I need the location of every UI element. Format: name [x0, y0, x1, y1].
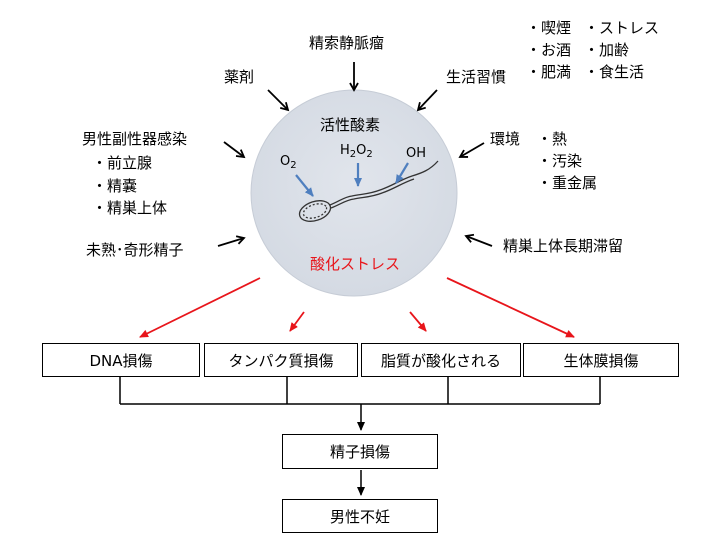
- infection-item: ・精嚢: [92, 177, 138, 195]
- arrow-drugs: [267, 89, 290, 112]
- h2o2-label: H2O2: [340, 140, 373, 165]
- o2-sub: 2: [290, 160, 297, 171]
- arrow-lifestyle: [416, 89, 438, 112]
- infection-item: ・精巣上体: [92, 199, 168, 217]
- lifestyle-item: ・食生活: [584, 63, 645, 81]
- blue-arrow-oh: [395, 162, 409, 184]
- immature-sperm-label: 未熟･奇形精子: [86, 241, 184, 259]
- environment-item: ・汚染: [537, 152, 583, 170]
- damage-label: 脂質が酸化される: [380, 351, 501, 370]
- o2-label: O2: [280, 151, 297, 176]
- sperm-damage-box: 精子損傷: [282, 434, 438, 469]
- h2o2-h-sub: 2: [349, 149, 357, 160]
- lifestyle-label: 生活習慣: [446, 68, 507, 86]
- h2o2-h: H: [340, 143, 350, 158]
- sperm-icon: [298, 160, 439, 222]
- damage-label: 生体膜損傷: [563, 351, 639, 370]
- drugs-label: 薬剤: [224, 68, 255, 86]
- arrow-infection: [223, 141, 246, 159]
- infection-item: ・前立腺: [92, 154, 153, 172]
- red-arrow-lipid: [409, 311, 427, 332]
- damage-box-membrane: 生体膜損傷: [523, 343, 679, 377]
- ros-title: 活性酸素: [320, 116, 381, 134]
- arrow-immature: [217, 235, 246, 247]
- varicocele-label: 精索静脈瘤: [309, 34, 385, 52]
- infertility-box: 男性不妊: [282, 499, 438, 533]
- damage-box-lipid: 脂質が酸化される: [361, 343, 521, 377]
- sperm-damage-label: 精子損傷: [329, 443, 390, 461]
- oxidative-stress-label: 酸化ストレス: [310, 255, 401, 273]
- red-arrow-protein: [289, 311, 305, 332]
- damage-label: DNA損傷: [89, 351, 153, 370]
- damage-label: タンパク質損傷: [228, 351, 334, 370]
- environment-item: ・熱: [537, 130, 568, 148]
- arrow-environment: [458, 142, 485, 158]
- lifestyle-item: ・喫煙: [526, 19, 572, 37]
- lifestyle-item: ・加齢: [584, 41, 630, 59]
- environment-item: ・重金属: [537, 174, 598, 192]
- h2o2-o-sub: 2: [366, 149, 373, 160]
- environment-label: 環境: [490, 130, 521, 148]
- arrow-epididymal: [464, 233, 493, 247]
- lifestyle-item: ・お酒: [526, 41, 572, 59]
- blue-arrow-o2: [295, 174, 314, 197]
- epididymal-retention-label: 精巣上体長期滞留: [503, 237, 624, 255]
- infertility-label: 男性不妊: [329, 507, 390, 526]
- lifestyle-item: ・ストレス: [584, 19, 660, 37]
- damage-box-dna: DNA損傷: [42, 343, 200, 377]
- red-arrow-membrane: [446, 277, 575, 338]
- damage-box-protein: タンパク質損傷: [204, 343, 358, 377]
- infection-label: 男性副性器感染: [82, 130, 188, 148]
- bracket-connector: [119, 376, 601, 405]
- h2o2-o: O: [356, 143, 367, 158]
- lifestyle-item: ・肥満: [526, 63, 572, 81]
- o2-o: O: [280, 154, 291, 169]
- red-arrow-dna: [139, 277, 261, 338]
- oh-label: OH: [406, 146, 427, 161]
